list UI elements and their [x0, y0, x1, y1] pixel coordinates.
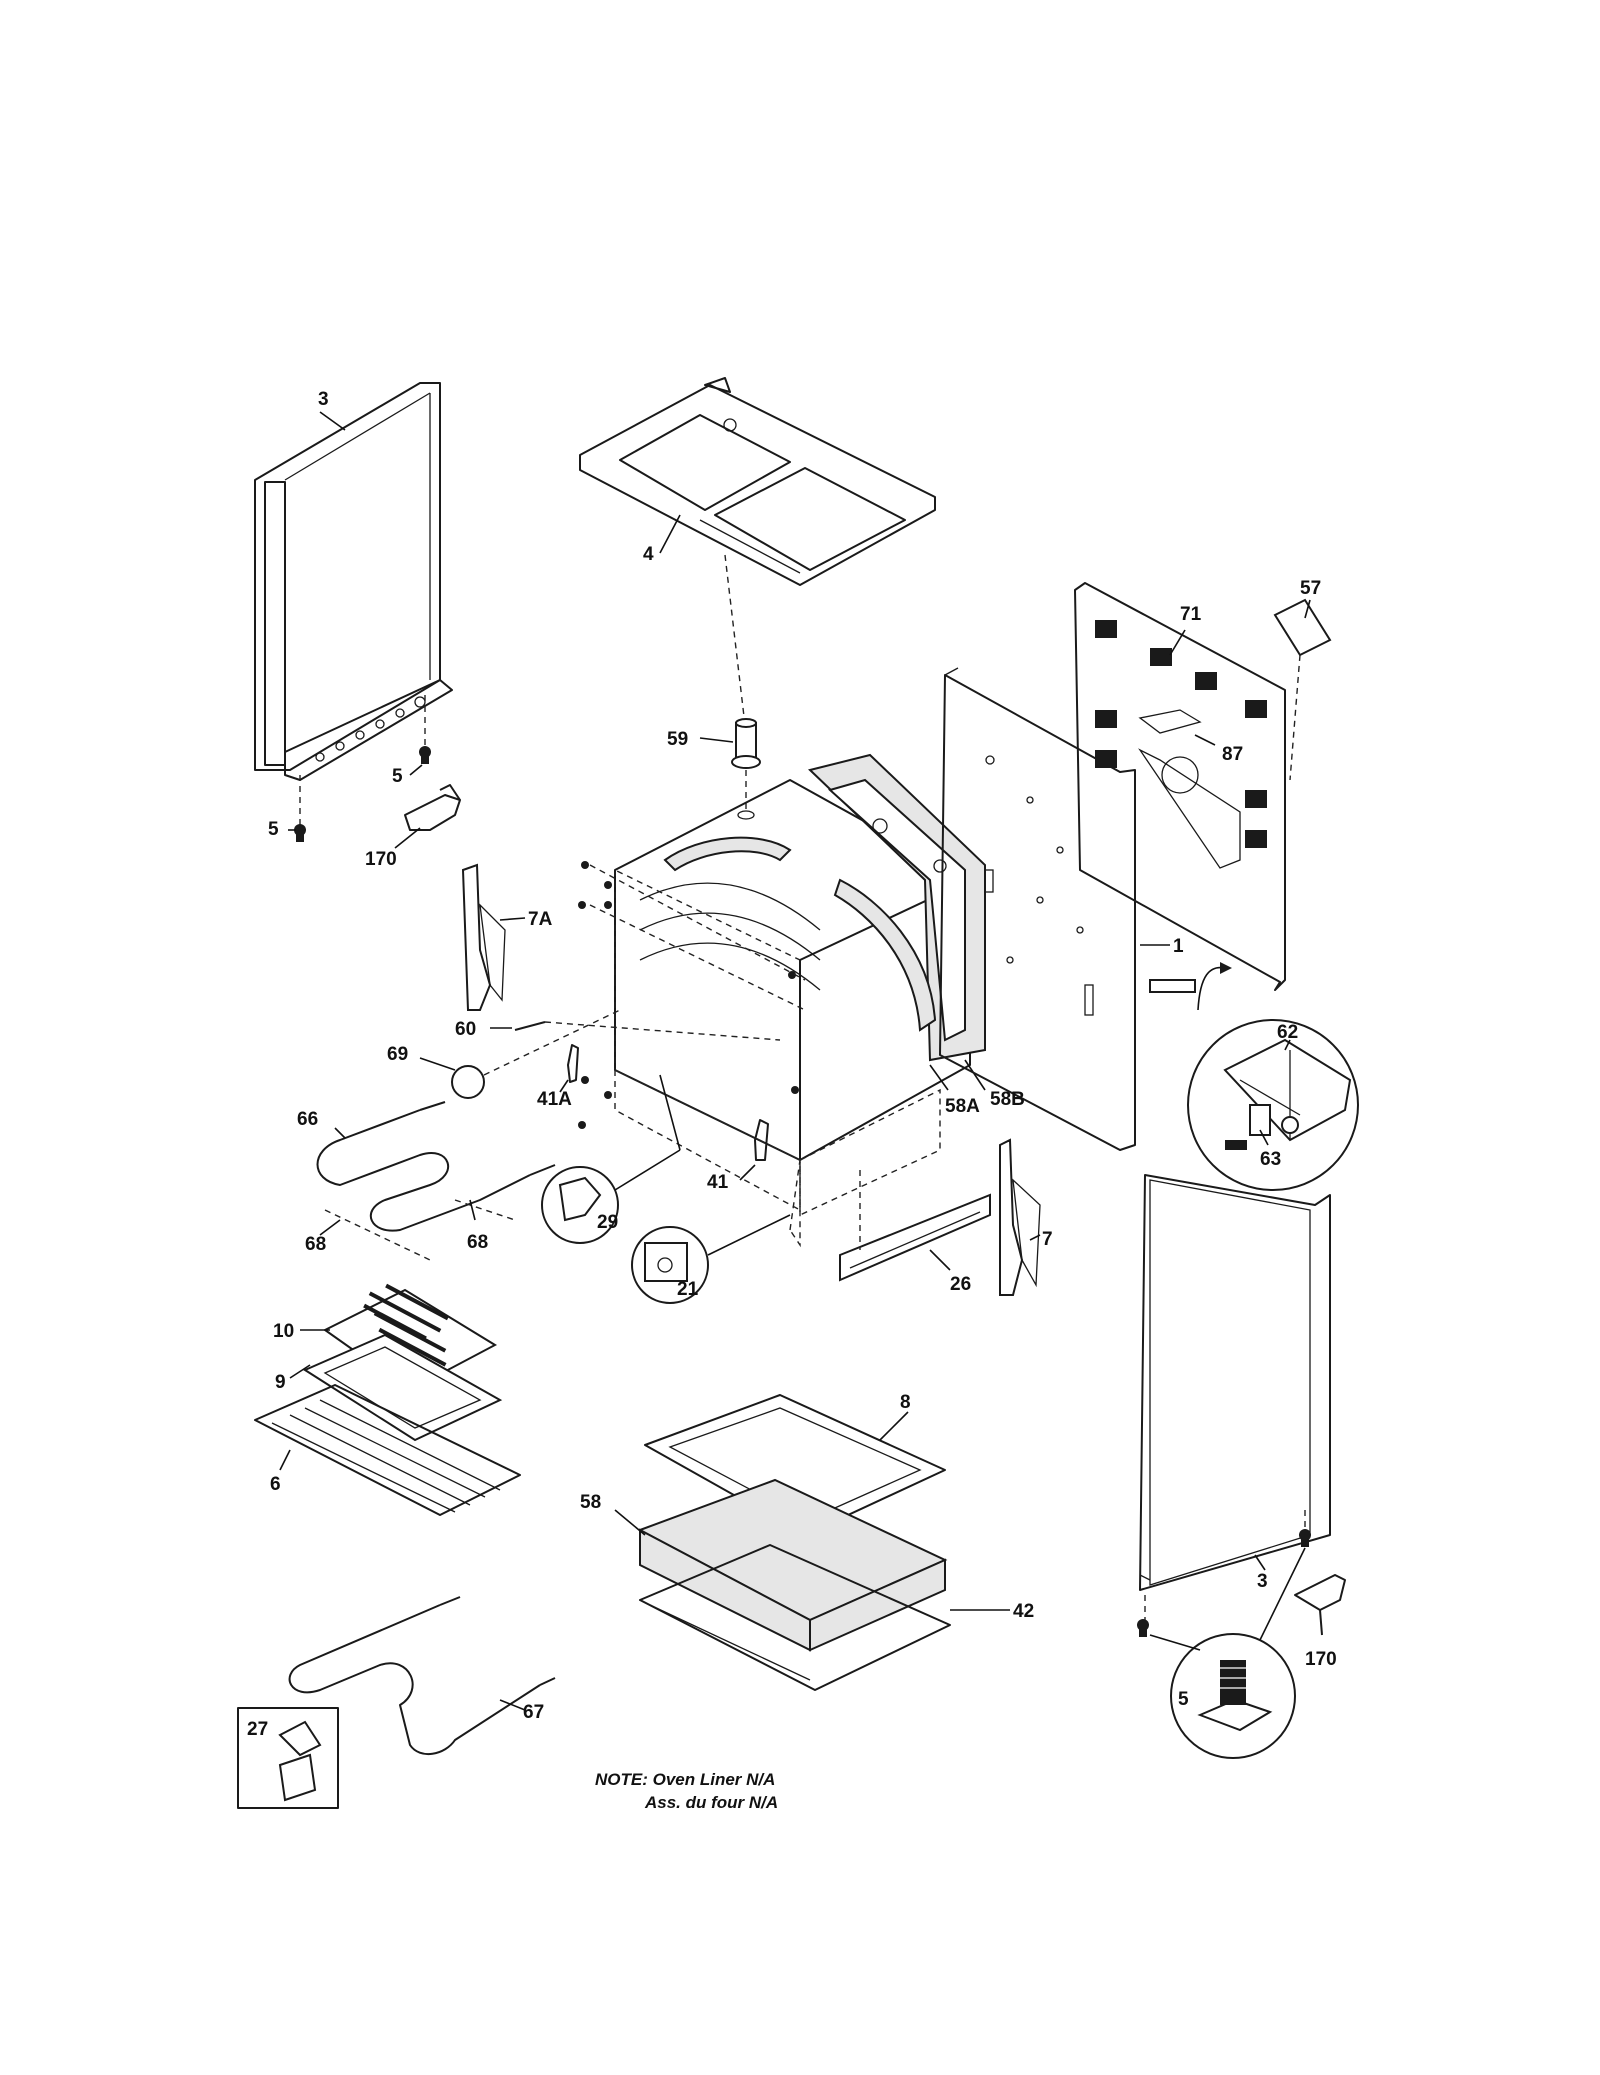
screw-5-d: [1137, 1619, 1149, 1637]
label-10: 10: [273, 1321, 294, 1342]
label-59: 59: [667, 729, 688, 750]
part-27-box: [237, 1707, 339, 1809]
leveling-leg-detail: [1170, 1633, 1296, 1759]
bake-element: [288, 1596, 556, 1755]
broiler-grid: [323, 1283, 498, 1392]
label-29: 29: [597, 1212, 618, 1233]
part-41A: [567, 1044, 579, 1083]
hinge-receptacle-detail: [541, 1166, 619, 1244]
label-6: 6: [270, 1474, 281, 1495]
label-41A: 41A: [537, 1089, 572, 1110]
label-170-left: 170: [365, 849, 397, 870]
insulation-wrap: [663, 836, 937, 1032]
note-block: NOTE: Oven Liner N/A Ass. du four N/A: [595, 1770, 778, 1812]
door-inner-panel: [639, 1544, 951, 1691]
anti-tip-bracket-left: [404, 784, 461, 831]
label-5-c: 5: [1178, 1689, 1189, 1710]
label-41: 41: [707, 1172, 729, 1193]
label-27: 27: [247, 1719, 268, 1740]
label-21: 21: [677, 1279, 699, 1300]
label-58B: 58B: [990, 1089, 1025, 1110]
label-63: 63: [1260, 1149, 1281, 1170]
label-87: 87: [1222, 744, 1243, 765]
label-5-a: 5: [268, 819, 279, 840]
screw-5-b: [419, 746, 431, 764]
note-line-2: Ass. du four N/A: [644, 1793, 778, 1812]
label-170-right: 170: [1305, 1649, 1337, 1670]
label-26: 26: [950, 1274, 971, 1295]
anti-tip-bracket-right: [1294, 1574, 1346, 1636]
label-7A: 7A: [528, 909, 553, 930]
top-frame-guide: [724, 554, 746, 726]
part-labels: 3 4 5 5 170 7A 60 69 41A 66 68 68 29 41 …: [247, 389, 1337, 1740]
bottom-bracket: [839, 1193, 991, 1282]
label-60: 60: [455, 1019, 476, 1040]
label-58A: 58A: [945, 1096, 980, 1117]
label-69: 69: [387, 1044, 408, 1065]
screw-5-a: [294, 824, 306, 842]
light-lens: [451, 1065, 485, 1099]
terminal-block-small: [1149, 979, 1196, 993]
oven-rack: [254, 1384, 521, 1516]
label-plate: [1273, 598, 1332, 657]
label-66: 66: [297, 1109, 318, 1130]
insulation-back: [807, 753, 986, 1062]
part-41: [754, 1119, 769, 1161]
label-68-b: 68: [467, 1232, 488, 1253]
broil-element: [316, 1101, 556, 1232]
label-58: 58: [580, 1492, 601, 1513]
label-68-a: 68: [305, 1234, 326, 1255]
rack-support-7: [999, 1138, 1041, 1296]
rack-support-7A: [461, 863, 506, 1011]
label-71: 71: [1180, 604, 1202, 625]
label-1: 1: [1173, 936, 1184, 957]
label-3-right: 3: [1257, 1571, 1268, 1592]
label-9: 9: [275, 1372, 286, 1393]
screw-5-c: [1299, 1529, 1311, 1547]
part-60: [514, 1021, 546, 1031]
label-5-b: 5: [392, 766, 403, 787]
light-socket-detail: [631, 1226, 709, 1304]
label-8: 8: [900, 1392, 911, 1413]
label-4: 4: [643, 544, 654, 565]
side-panel-left: [254, 382, 453, 781]
leader-3-left: [319, 411, 346, 431]
label-57: 57: [1300, 578, 1321, 599]
side-panel-right: [1139, 1174, 1331, 1591]
door-insulation: [637, 1478, 948, 1652]
part-59-cylinder: [731, 718, 761, 769]
label-3-left: 3: [318, 389, 329, 410]
label-42: 42: [1013, 1601, 1034, 1622]
note-line-1: NOTE: Oven Liner N/A: [595, 1770, 775, 1789]
label-67: 67: [523, 1702, 544, 1723]
top-frame: [579, 377, 936, 586]
back-panel: [939, 667, 1136, 1151]
label-7: 7: [1042, 1229, 1053, 1250]
rear-cover: [1074, 582, 1286, 991]
terminal-block-detail: [1187, 1019, 1359, 1191]
label-62: 62: [1277, 1022, 1298, 1043]
mounting-screws: [578, 861, 799, 1129]
